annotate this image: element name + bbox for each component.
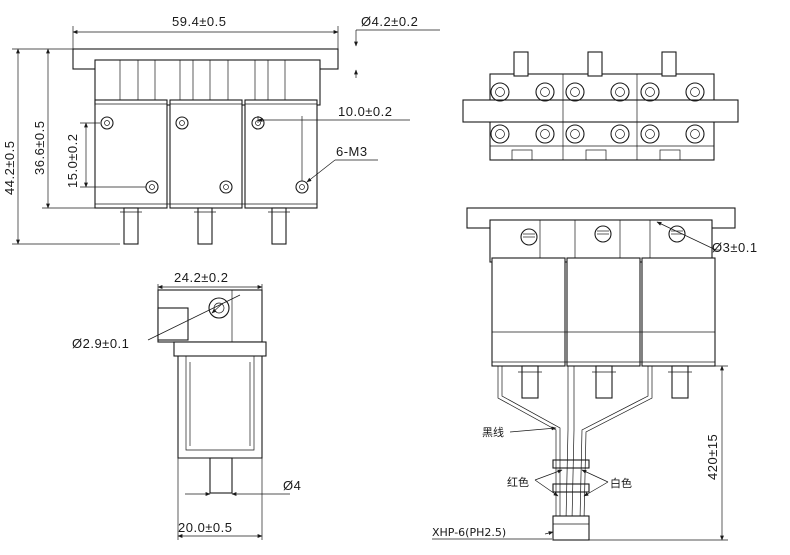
side-width-dim: 24.2±0.2 <box>174 270 229 285</box>
plunger-2 <box>197 207 213 245</box>
m3-hole-5 <box>219 180 233 194</box>
solenoid-body-1 <box>94 99 168 209</box>
harness-plunger-3 <box>671 365 689 399</box>
harness-screw-3 <box>668 225 686 243</box>
plunger-3 <box>271 207 287 245</box>
upper-housing <box>94 59 321 106</box>
plunger-1 <box>123 207 139 245</box>
solenoid-body-2 <box>169 99 243 209</box>
cable-tie-1 <box>552 459 590 469</box>
front-body-height-dim: 36.6±0.5 <box>32 120 47 175</box>
front-hole-vertical-dim: 15.0±0.2 <box>65 133 80 188</box>
connector-label: XHP-6(PH2.5) <box>432 526 506 539</box>
harness-upper-housing <box>489 219 713 263</box>
front-hole-dim: Ø4.2±0.2 <box>361 14 418 29</box>
side-view: 24.2±0.2 Ø2.9±0.1 Ø4 20.0±0.5 <box>72 270 301 540</box>
cable-tie-2 <box>552 483 590 493</box>
side-screw-head <box>208 297 230 319</box>
harness-plunger-2 <box>595 365 613 399</box>
harness-body-1 <box>491 257 566 367</box>
solenoid-body-3 <box>244 99 318 209</box>
boss-1 <box>513 51 529 77</box>
harness-plunger-1 <box>521 365 539 399</box>
top-view <box>462 51 739 161</box>
white-wire-label: 白色 <box>610 476 632 490</box>
front-width-dim: 59.4±0.5 <box>172 14 227 29</box>
harness-body-3 <box>641 257 716 367</box>
side-flange <box>173 341 267 357</box>
front-hole-horizontal-dim: 10.0±0.2 <box>338 104 393 119</box>
boss-3 <box>661 51 677 77</box>
side-frame <box>177 356 263 459</box>
black-wire-label: 黑线 <box>482 425 504 439</box>
front-total-height-dim: 44.2±0.5 <box>2 140 17 195</box>
harness-screw-2 <box>594 225 612 243</box>
side-plunger-dim: Ø4 <box>283 478 301 493</box>
thread-callout: 6-M3 <box>336 144 368 159</box>
m3-hole-2 <box>175 116 189 130</box>
side-hole-dim: Ø2.9±0.1 <box>72 336 129 351</box>
xhp-connector <box>552 515 590 541</box>
top-terminal-row-upper <box>490 82 705 102</box>
side-plunger <box>209 457 233 494</box>
harness-body-2 <box>566 257 641 367</box>
side-base-width-dim: 20.0±0.5 <box>178 520 233 535</box>
top-terminal-row-lower <box>490 124 705 144</box>
wire-bundle <box>497 366 653 521</box>
harness-screw-1 <box>520 228 538 246</box>
side-tab <box>157 307 189 341</box>
boss-2 <box>587 51 603 77</box>
top-plate <box>462 99 739 123</box>
harness-screw-dim: Ø3±0.1 <box>712 240 758 255</box>
m3-hole-1 <box>100 116 114 130</box>
front-view: 59.4±0.5 Ø4.2±0.2 44.2±0.5 36.6±0.5 15.0… <box>2 14 440 245</box>
lead-length-dim: 420±15 <box>705 434 720 480</box>
red-wire-label: 红色 <box>507 475 529 489</box>
harness-view: Ø3±0.1 黑线 红色 白色 420±15 XHP-6(PH2.5) <box>432 207 758 541</box>
